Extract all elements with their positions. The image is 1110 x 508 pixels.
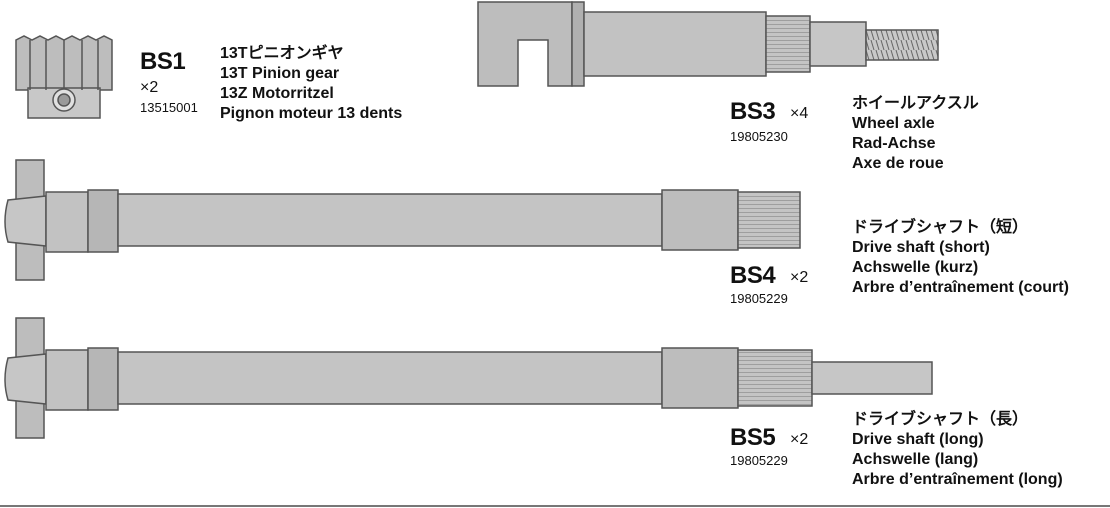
part-number: 19805229 xyxy=(730,291,788,306)
part-description: 13Tピニオンギヤ 13T Pinion gear 13Z Motorritze… xyxy=(220,44,402,124)
name-german: Rad-Achse xyxy=(852,135,936,152)
part-code: BS4 xyxy=(730,262,776,289)
part-description: ドライブシャフト（長） Drive shaft (long) Achswelle… xyxy=(852,410,1063,490)
part-quantity: ×2 xyxy=(140,79,159,96)
name-french: Arbre d’entraînement (long) xyxy=(852,471,1063,488)
name-french: Arbre d’entraînement (court) xyxy=(852,279,1069,296)
part-number: 13515001 xyxy=(140,100,198,115)
name-japanese: ドライブシャフト（短） xyxy=(852,219,1029,236)
part-code: BS5 xyxy=(730,424,776,451)
name-english: Wheel axle xyxy=(852,115,935,132)
name-english: Drive shaft (long) xyxy=(852,431,984,448)
drive-shaft-long-drawing xyxy=(4,317,933,439)
part-description: ドライブシャフト（短） Drive shaft (short) Achswell… xyxy=(852,218,1069,298)
name-japanese: ホイールアクスル xyxy=(852,95,979,112)
part-quantity: ×2 xyxy=(790,431,809,448)
name-french: Pignon moteur 13 dents xyxy=(220,105,403,122)
wheel-axle-drawing xyxy=(477,1,939,87)
name-german: Achswelle (lang) xyxy=(852,451,979,468)
name-english: Drive shaft (short) xyxy=(852,239,990,256)
name-japanese: ドライブシャフト（長） xyxy=(852,411,1029,428)
name-french: Axe de roue xyxy=(852,155,944,172)
pinion-gear-drawing xyxy=(15,35,113,119)
name-german: Achswelle (kurz) xyxy=(852,259,979,276)
name-english: 13T Pinion gear xyxy=(220,65,340,82)
name-japanese: 13Tピニオンギヤ xyxy=(220,45,344,62)
part-quantity: ×4 xyxy=(790,105,809,122)
part-number: 19805229 xyxy=(730,453,788,468)
drive-shaft-short-drawing xyxy=(4,159,801,281)
part-code: BS1 xyxy=(140,48,186,75)
name-german: 13Z Motorritzel xyxy=(220,85,334,102)
part-number: 19805230 xyxy=(730,129,788,144)
part-description: ホイールアクスル Wheel axle Rad-Achse Axe de rou… xyxy=(852,94,979,174)
part-quantity: ×2 xyxy=(790,269,809,286)
part-code: BS3 xyxy=(730,98,776,125)
